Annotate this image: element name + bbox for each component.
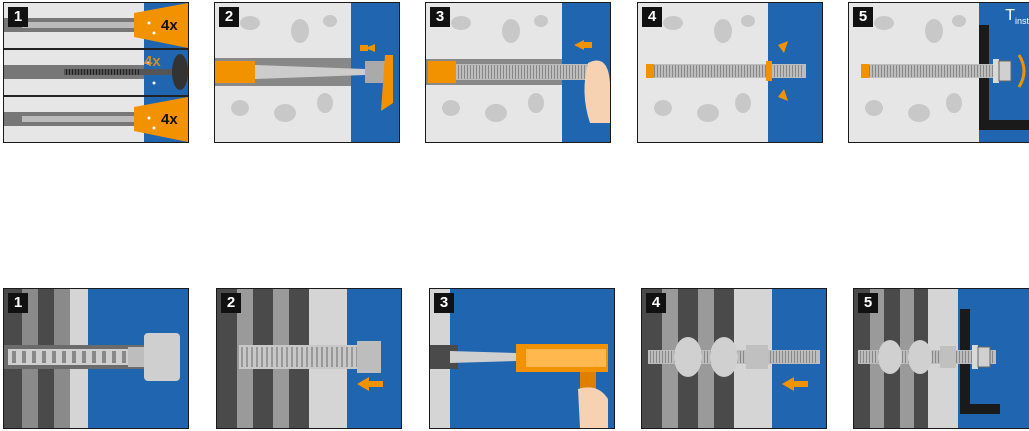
curing-time-illustration bbox=[638, 3, 806, 142]
repeat-count-label: 4x bbox=[144, 53, 161, 70]
step-number-badge: 4 bbox=[642, 7, 662, 27]
bottom-step-4-panel: 4 bbox=[641, 288, 827, 429]
bottom-step-5-panel: 5 bbox=[853, 288, 1029, 429]
repeat-count-label: 4x bbox=[161, 111, 178, 128]
bottom-step-3-panel: 3 bbox=[429, 288, 615, 429]
step-number-badge: 3 bbox=[434, 293, 454, 313]
step-number-badge: 1 bbox=[8, 293, 28, 313]
step-number-badge: 3 bbox=[430, 7, 450, 27]
drill-hole-cleaning-illustration bbox=[4, 3, 188, 142]
step-number-badge: 2 bbox=[221, 293, 241, 313]
hollow-block-drilling-illustration bbox=[4, 289, 180, 428]
bottom-step-2-panel: 2 bbox=[216, 288, 402, 429]
top-step-1-panel: 1 4x 4x 4x bbox=[3, 2, 189, 143]
step-number-badge: 2 bbox=[219, 7, 239, 27]
step-number-badge: 5 bbox=[858, 293, 878, 313]
resin-injection-illustration bbox=[215, 3, 393, 142]
installation-torque-label: Tinst bbox=[1005, 7, 1029, 27]
step-number-badge: 1 bbox=[8, 7, 28, 27]
sieve-sleeve-insertion-illustration bbox=[217, 289, 383, 428]
top-step-5-panel: 5 Tinst bbox=[848, 2, 1029, 143]
step-number-badge: 4 bbox=[646, 293, 666, 313]
top-step-2-panel: 2 bbox=[214, 2, 400, 143]
resin-gun-injection-illustration bbox=[430, 289, 608, 428]
anchor-rod-insertion-illustration bbox=[426, 3, 610, 142]
torque-tightening-illustration bbox=[849, 3, 1029, 142]
repeat-count-label: 4x bbox=[161, 17, 178, 34]
step-number-badge: 5 bbox=[853, 7, 873, 27]
bottom-step-1-panel: 1 bbox=[3, 288, 189, 429]
top-step-3-panel: 3 bbox=[425, 2, 611, 143]
top-step-4-panel: 4 bbox=[637, 2, 823, 143]
threaded-rod-insertion-illustration bbox=[642, 289, 820, 428]
fixture-tightening-illustration bbox=[854, 289, 1000, 428]
